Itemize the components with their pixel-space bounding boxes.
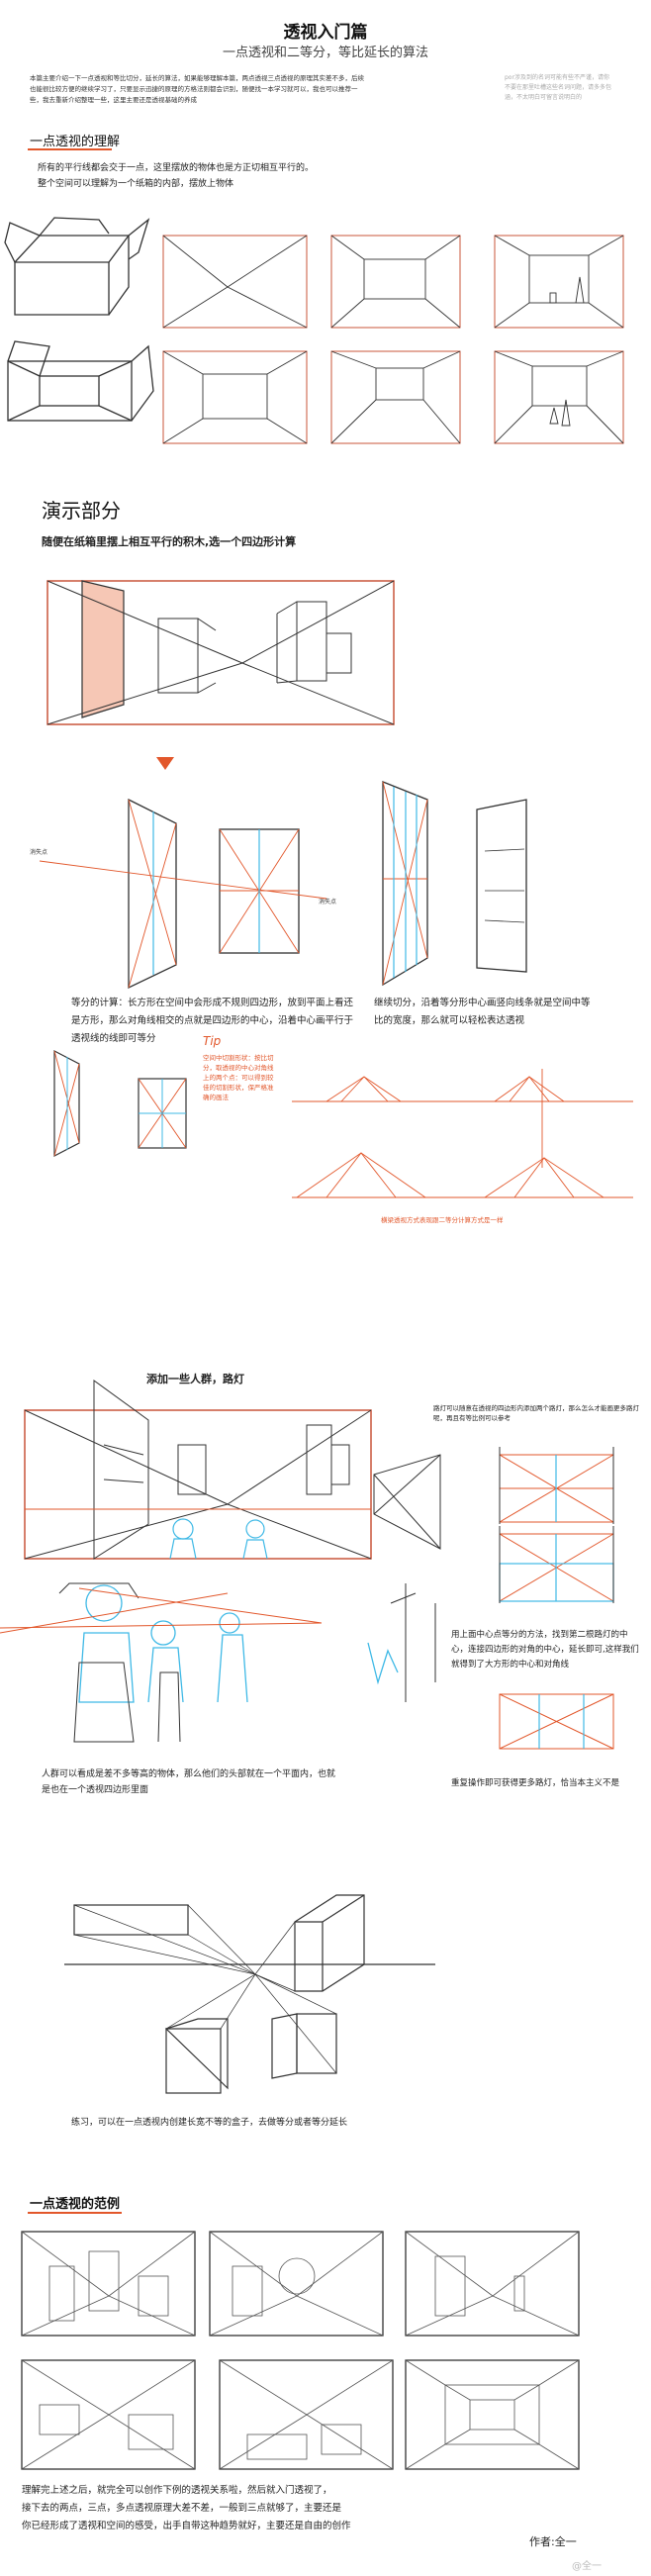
section4-heading: 一点透视的范例: [30, 2197, 121, 2212]
section2-text: 随便在纸箱里摆上相互平行的积木,选一个四边形计算: [42, 535, 297, 548]
section3-heading: 添加一些人群，路灯: [146, 1373, 244, 1385]
intro-note: por涉及到的名词可能有些不严谨，请你不要在那里吐槽这些名词问题，请多多包涵，不…: [505, 74, 612, 101]
open-box-sketch: [4, 217, 150, 316]
section2-heading: 演示部分: [42, 499, 121, 523]
page-subtitle: 一点透视和二等分，等比延长的算法: [222, 46, 428, 60]
split-note: 用上面中心点等分的方法，找到第二根路灯的中心，连接四边形的对角的中心，延长即可,…: [451, 1630, 639, 1670]
left-vp-label: 消失点: [30, 849, 48, 856]
tip-text: 空间中切割形状：按比切分，取透视的中心对角线上的两个点：可以得到较佳的切割形状，…: [203, 1054, 274, 1101]
watermark: @全一: [572, 2561, 602, 2572]
practice-text: 练习，可以在一点透视内创建长宽不等的盒子，去做等分或者等分延长: [71, 2118, 348, 2128]
box-interior-sketch: [7, 340, 154, 422]
conclusion-line-2: 接下去的两点，三点，多点透视原理大差不差，一般到三点就够了，主要还是: [22, 2503, 342, 2514]
section1-underline: [28, 148, 112, 150]
tip-title: Tip: [203, 1034, 222, 1048]
intro-paragraph: 本篇主要介绍一下一点透视和等比切分，延长的算法，如果能够理解本篇，两点透视三点透…: [30, 74, 364, 104]
equal-split-right-text: 继续切分，沿着等分形中心画竖向线条就是空间中等比的宽度，那么就可以轻松表达透视: [374, 998, 591, 1026]
crowd-note: 人群可以看成是差不多等高的物体，那么他们的头部就在一个平面内，也就是也在一个透视…: [42, 1769, 336, 1795]
page-title: 透视入门篇: [283, 23, 368, 43]
conclusion-line-1: 理解完上述之后，就完全可以创作下例的透视关系啦，然后就入门透视了，: [22, 2485, 332, 2496]
section1-heading: 一点透视的理解: [30, 135, 121, 149]
tip-caption: 横梁透视方式表现跟二等分计算方式是一样: [381, 1216, 504, 1224]
conclusion-line-3: 你已经形成了透视和空间的感受，出手自带这种趋势就好，主要还是自由的创作: [22, 2521, 351, 2531]
repeat-note: 重复操作即可获得更多路灯，恰当本主义不是: [451, 1778, 620, 1788]
section1-text-1: 所有的平行线都会交于一点，这里摆放的物体也是方正切相互平行的。: [38, 163, 315, 173]
section1-text-2: 整个空间可以理解为一个纸箱的内部，摆放上物体: [38, 179, 234, 189]
lamp-note: 路灯可以随意在透视的四边形内添加两个路灯，那么怎么才能画更多路灯呢，再且有等比例…: [433, 1404, 639, 1422]
author-credit: 作者:全一: [529, 2535, 577, 2548]
section4-underline: [28, 2212, 122, 2214]
equal-split-left-text: 等分的计算：长方形在空间中会形成不规则四边形，放到平面上看还是方形，那么对角线相…: [71, 998, 354, 1044]
right-vp-label: 消失点: [319, 899, 337, 906]
